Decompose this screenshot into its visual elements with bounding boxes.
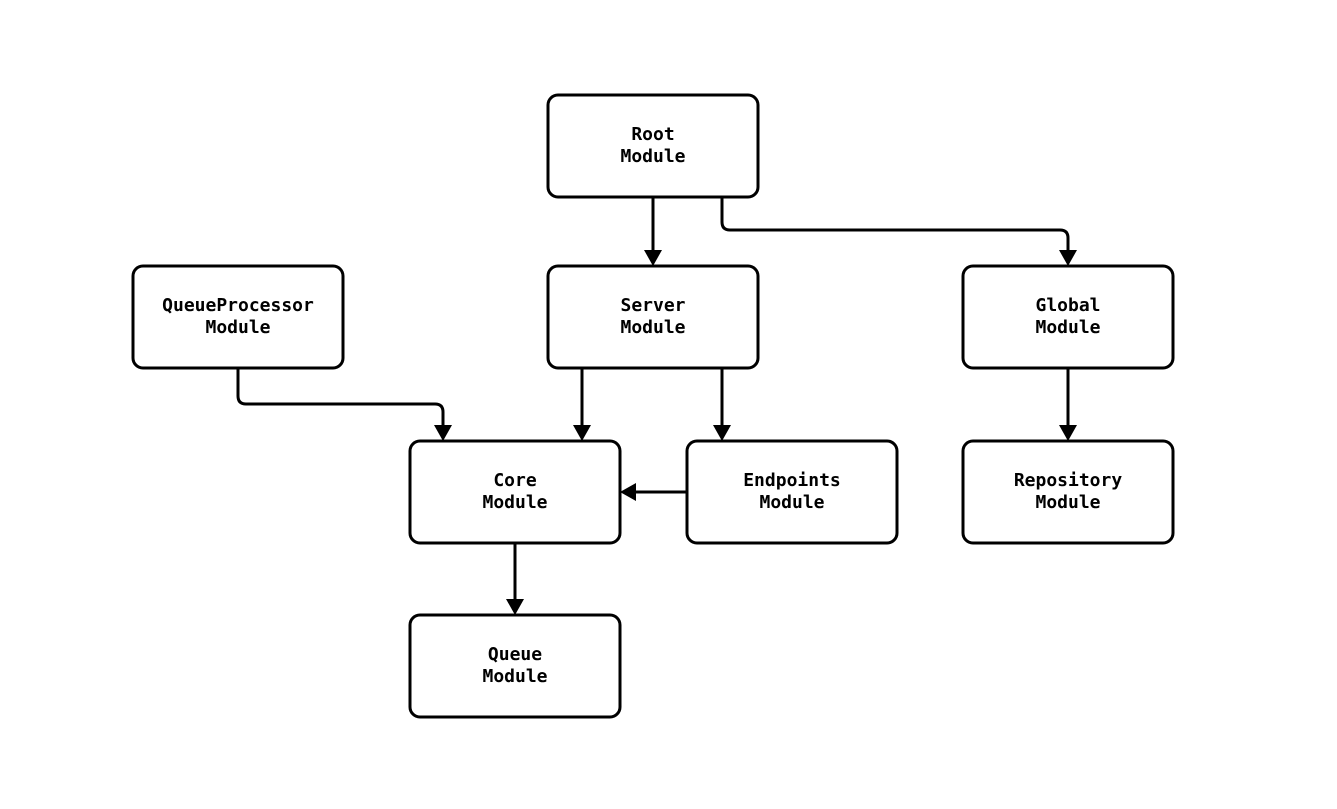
node-box[interactable] xyxy=(961,264,1175,370)
node-global[interactable]: GlobalModuleGlobal Module xyxy=(961,264,1175,370)
node-label-line1: Repository xyxy=(1014,470,1123,491)
node-label-line2: Module xyxy=(1035,317,1100,338)
node-label-line2: Module xyxy=(205,317,270,338)
node-label-line2: Module xyxy=(620,317,685,338)
edge-arrowhead xyxy=(573,425,591,441)
node-root[interactable]: RootModuleRoot Module xyxy=(546,93,760,199)
node-box[interactable] xyxy=(546,93,760,199)
nodes-layer: RootModuleRoot ModuleQueueProcessorModul… xyxy=(131,93,1175,719)
node-box[interactable] xyxy=(408,613,622,719)
node-endpoints[interactable]: EndpointsModuleEndpoints Module xyxy=(685,439,899,545)
node-label-line2: Module xyxy=(482,492,547,513)
node-box[interactable] xyxy=(131,264,345,370)
node-queue[interactable]: QueueModuleQueue Module xyxy=(408,613,622,719)
edge-global-to-repository: Global Module depends on Repository Modu… xyxy=(1059,368,1077,441)
edge-line xyxy=(236,368,445,425)
node-core[interactable]: CoreModuleCore Module xyxy=(408,439,622,545)
edge-arrowhead xyxy=(1059,425,1077,441)
edge-root-to-server: Root Module depends on Server Module xyxy=(644,197,662,266)
node-label-line1: Endpoints xyxy=(743,470,841,491)
node-label-line1: Core xyxy=(493,470,537,491)
edge-line xyxy=(720,197,1070,250)
node-box[interactable] xyxy=(546,264,760,370)
node-label-line1: QueueProcessor xyxy=(162,295,314,316)
node-queueprocessor[interactable]: QueueProcessorModuleQueueProcessor Modul… xyxy=(131,264,345,370)
edge-server-to-endpoints: Server Module depends on Endpoints Modul… xyxy=(713,368,731,441)
edge-queueprocessor-to-core: QueueProcessor Module depends on Core Mo… xyxy=(236,368,452,441)
node-label-line2: Module xyxy=(482,666,547,687)
edge-arrowhead xyxy=(434,425,452,441)
edge-server-to-core: Server Module depends on Core Module xyxy=(573,368,591,441)
node-server[interactable]: ServerModuleServer Module xyxy=(546,264,760,370)
edges-layer: Root Module depends on Server Module Root… xyxy=(236,197,1077,615)
node-label-line2: Module xyxy=(620,146,685,167)
node-box[interactable] xyxy=(408,439,622,545)
edge-root-to-global: Root Module depends on Global Module xyxy=(720,197,1077,266)
edge-arrowhead xyxy=(713,425,731,441)
edge-core-to-queue: Core Module depends on Queue Module xyxy=(506,543,524,615)
edge-endpoints-to-core: Endpoints Module depends on Core Module xyxy=(620,483,687,501)
edge-arrowhead xyxy=(506,599,524,615)
node-box[interactable] xyxy=(685,439,899,545)
node-label-line2: Module xyxy=(759,492,824,513)
node-label-line1: Queue xyxy=(488,644,542,665)
node-label-line2: Module xyxy=(1035,492,1100,513)
edge-arrowhead xyxy=(644,250,662,266)
edge-arrowhead xyxy=(1059,250,1077,266)
node-label-line1: Server xyxy=(620,295,685,316)
node-box[interactable] xyxy=(961,439,1175,545)
node-repository[interactable]: RepositoryModuleRepository Module xyxy=(961,439,1175,545)
edge-arrowhead xyxy=(620,483,636,501)
node-label-line1: Global xyxy=(1035,295,1100,316)
node-label-line1: Root xyxy=(631,124,674,145)
